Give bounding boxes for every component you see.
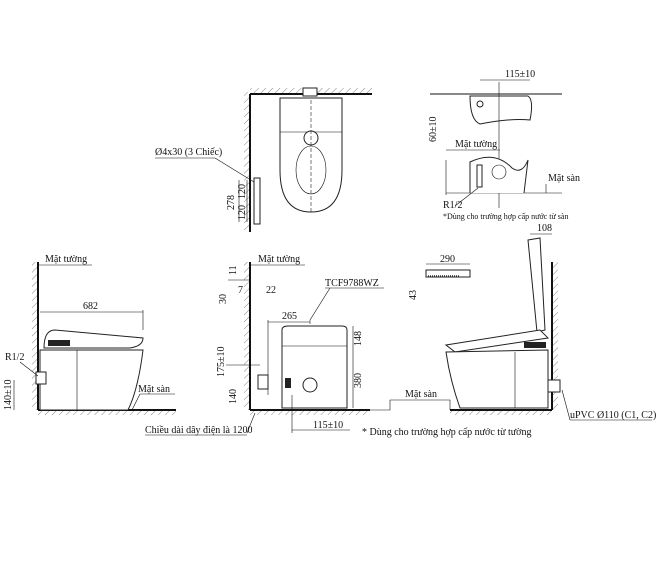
detail-wall-label: Mặt tường: [455, 139, 497, 150]
dim-22: 22: [266, 285, 276, 296]
dim-30: 30: [218, 294, 229, 304]
dim-120a: 120: [237, 184, 248, 199]
toilet-front: [281, 325, 348, 409]
drain-label: uPVC Ø110 (C1, C2): [570, 410, 656, 421]
dim-380: 380: [353, 373, 364, 388]
side-r12-label: R1/2: [5, 352, 24, 363]
top-view: 278 120 120 Ø4x30 (3 Chiếc): [155, 87, 372, 232]
dim-115-detail: 115±10: [505, 69, 535, 80]
dim-148: 148: [353, 331, 364, 346]
screws-label: Ø4x30 (3 Chiếc): [155, 147, 222, 158]
note-wall-supply: * Dùng cho trường hợp cấp nước từ tường: [362, 427, 531, 438]
supply-detail: 115±10 60±10 Mặt tường Mặt sàn R1/2 *Dùn…: [428, 69, 580, 221]
dim-682: 682: [83, 301, 98, 312]
remote-control: 290 43: [408, 254, 471, 300]
model-label: TCF9788WZ: [325, 278, 379, 289]
dim-115-front: 115±10: [313, 420, 343, 431]
dim-140-side: 140±10: [3, 380, 14, 411]
dim-290: 290: [440, 254, 455, 265]
dim-140-front: 140: [228, 389, 239, 404]
dim-7: 7: [238, 285, 243, 296]
dim-108: 108: [537, 223, 552, 234]
front-floor-label: Mặt sàn: [405, 389, 437, 400]
dim-120b: 120: [237, 205, 248, 220]
side-view: Mặt tường 682 R1/2 140±10 Mặt sàn: [3, 254, 176, 415]
front-wall-label: Mặt tường: [258, 254, 300, 265]
side-floor-label: Mặt sàn: [138, 384, 170, 395]
side-view-open: 108 uPVC Ø110 (C1, C2): [444, 223, 656, 421]
lid-open: [527, 237, 546, 333]
front-view: Mặt tường 11 30 7 22 265 TCF9788WZ 148 3…: [145, 254, 531, 438]
dim-60-detail: 60±10: [428, 117, 439, 143]
note-floor-supply: *Dùng cho trường hợp cấp nước từ sàn: [443, 212, 568, 221]
dim-265: 265: [282, 311, 297, 322]
dim-43: 43: [408, 290, 419, 300]
side-wall-label: Mặt tường: [45, 254, 87, 265]
detail-r12-label: R1/2: [443, 200, 462, 211]
dim-278: 278: [226, 195, 237, 210]
wall-hatch: [244, 92, 250, 232]
cable-length-label: Chiều dài dây điện là 1200: [145, 425, 252, 436]
detail-floor-label: Mặt sàn: [548, 173, 580, 184]
dim-11: 11: [228, 265, 239, 275]
dim-175: 175±10: [216, 347, 227, 378]
